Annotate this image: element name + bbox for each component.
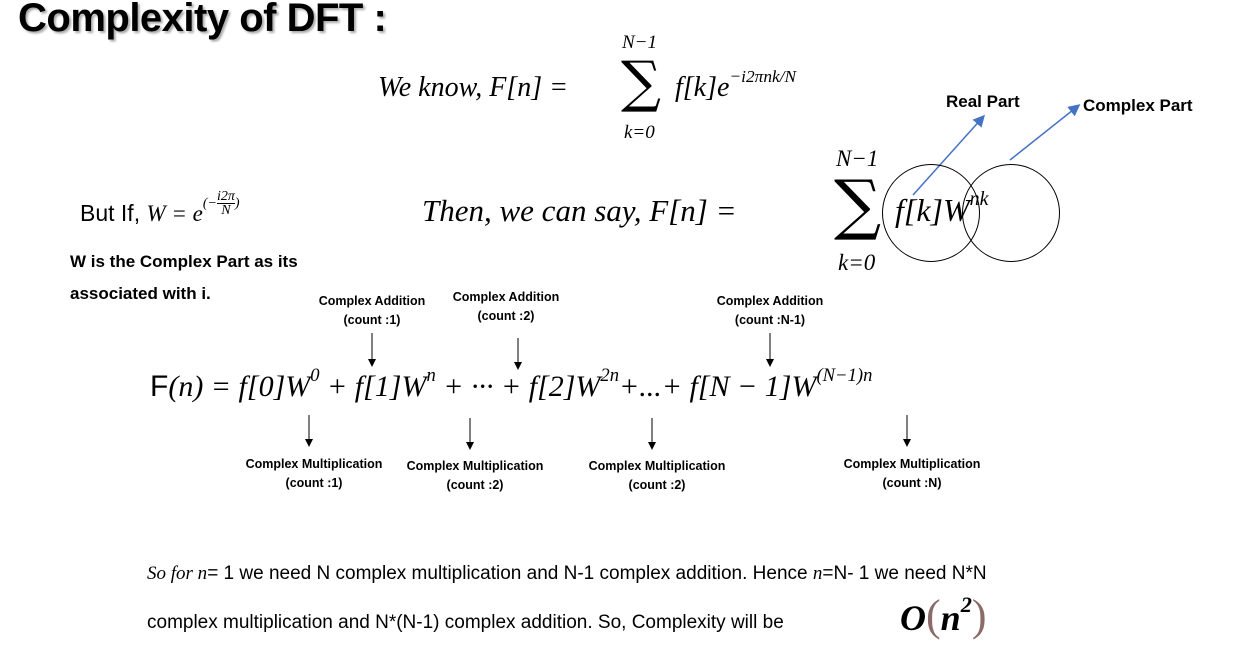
exp-open: (− <box>202 196 217 211</box>
big-o-notation: O(n2) <box>900 590 987 641</box>
exp-denominator: N <box>221 203 231 219</box>
multiplication-count: (count :1) <box>285 476 343 490</box>
w-term: W <box>943 192 970 228</box>
exp-close: ) <box>234 196 240 211</box>
addition-label-1: Complex Addition (count :1) <box>319 292 425 330</box>
expansion-part: +...+ f[N − 1]W <box>619 370 817 403</box>
complex-part-circle <box>962 164 1060 262</box>
paren-open: ( <box>926 591 941 640</box>
addition-title: Complex Addition <box>716 294 824 308</box>
paren-close: ) <box>971 591 987 640</box>
w-equation: W = e <box>146 201 203 226</box>
exp-numerator: i2π <box>216 189 235 205</box>
expansion-equation: F(n) = f[0]W0 + f[1]Wn + ··· + f[2]W2n+.… <box>150 366 872 404</box>
big-n: n <box>940 598 961 638</box>
sum-lower-1: k=0 <box>624 122 655 143</box>
then-lhs: Then, we can say, F[n] = <box>422 193 737 228</box>
addition-title: Complex Addition <box>452 290 560 304</box>
we-know-lhs: We know, F[n] = <box>378 72 568 103</box>
line1-n: n <box>812 563 823 584</box>
w-note-line-1: W is the Complex Part as its <box>70 252 298 271</box>
expansion-part: (n) = f[0]W <box>168 370 311 403</box>
sum-symbol-1: ∑ <box>621 50 661 115</box>
addition-label-2: Complex Addition (count :2) <box>453 288 559 326</box>
slide-title: Complexity of DFT : <box>18 0 387 40</box>
expansion-F: F <box>150 370 169 403</box>
conclusion-line-1: So for n= 1 we need N complex multiplica… <box>147 563 987 585</box>
multiplication-count: (count :N) <box>882 476 942 490</box>
real-part-label: Real Part <box>946 92 1020 111</box>
sum-lower-2: k=0 <box>838 250 876 275</box>
complex-part-arrow <box>1009 104 1081 161</box>
multiplication-label-4: Complex Multiplication (count :N) <box>844 455 981 493</box>
addition-title: Complex Addition <box>318 294 426 308</box>
addition-label-3: Complex Addition (count :N-1) <box>717 292 823 330</box>
then-term: f[k]Wnk <box>895 189 988 229</box>
so-for-n: So for n <box>147 563 208 584</box>
multiplication-count: (count :2) <box>446 478 504 492</box>
complex-part-label: Complex Part <box>1083 96 1193 115</box>
sum-upper-1: N−1 <box>622 32 657 53</box>
line1-text-b: =N- 1 we need N*N <box>822 563 987 584</box>
addition-count: (count :2) <box>477 309 535 323</box>
multiplication-title: Complex Multiplication <box>588 459 726 473</box>
expansion-exp: n <box>426 365 436 387</box>
expansion-exp: (N−1)n <box>816 365 873 387</box>
dft-term: f[k]e−i2πnk/N <box>675 68 796 104</box>
multiplication-label-1: Complex Multiplication (count :1) <box>246 455 383 493</box>
big-o: O <box>900 598 926 638</box>
expansion-exp: 2n <box>600 365 620 387</box>
multiplication-title: Complex Multiplication <box>245 457 383 471</box>
conclusion-line-2: complex multiplication and N*(N-1) compl… <box>147 612 784 633</box>
line1-text-a: = 1 we need N complex multiplication and… <box>207 563 813 584</box>
addition-count: (count :N-1) <box>734 313 806 327</box>
sum-upper-2: N−1 <box>836 146 879 171</box>
big-exp: 2 <box>960 592 972 618</box>
w-exponent: nk <box>969 188 989 211</box>
expansion-part: + f[1]W <box>319 370 427 403</box>
w-note-line-2: associated with i. <box>70 284 211 303</box>
term-exponent: −i2πnk/N <box>729 67 797 87</box>
sum-symbol-2: ∑ <box>834 166 882 243</box>
expansion-part: + ··· + f[2]W <box>435 370 601 403</box>
multiplication-title: Complex Multiplication <box>406 459 544 473</box>
multiplication-count: (count :2) <box>628 478 686 492</box>
multiplication-title: Complex Multiplication <box>843 457 981 471</box>
addition-count: (count :1) <box>343 313 401 327</box>
term-base: f[k]e <box>675 72 730 103</box>
expansion-exp: 0 <box>310 365 320 387</box>
multiplication-label-2: Complex Multiplication (count :2) <box>407 457 544 495</box>
but-if-text: But If, <box>80 200 147 226</box>
multiplication-label-3: Complex Multiplication (count :2) <box>589 457 726 495</box>
fk-term: f[k] <box>895 192 943 228</box>
